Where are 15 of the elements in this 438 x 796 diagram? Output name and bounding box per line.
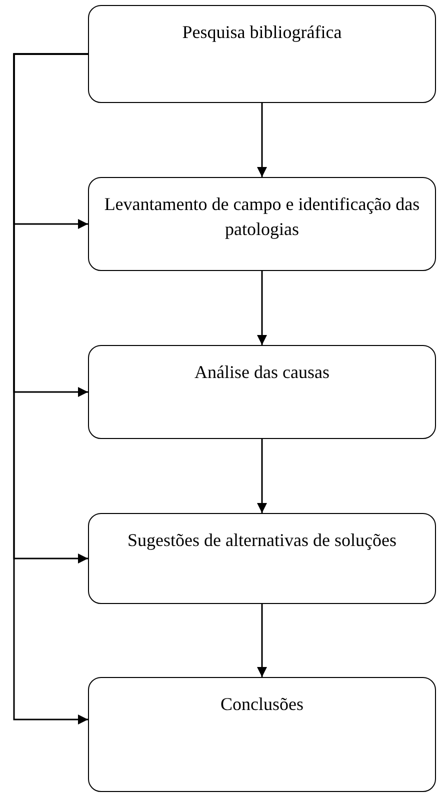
process-box — [88, 177, 436, 271]
arrow — [13, 53, 88, 724]
box-label: Conclusões — [220, 693, 304, 716]
arrow — [257, 439, 267, 513]
box-label: Sugestões de alternativas de soluções — [126, 529, 398, 552]
process-box — [88, 677, 436, 792]
process-box — [88, 5, 436, 103]
arrow — [257, 271, 267, 345]
arrow — [257, 604, 267, 677]
box-label: Pesquisa bibliográfica — [181, 21, 343, 44]
arrow — [257, 103, 267, 177]
box-label: Levantamento de campo e identificação das patologias — [103, 193, 421, 242]
box-label: Análise das causas — [194, 361, 330, 384]
process-box — [88, 345, 436, 439]
process-box — [88, 513, 436, 604]
